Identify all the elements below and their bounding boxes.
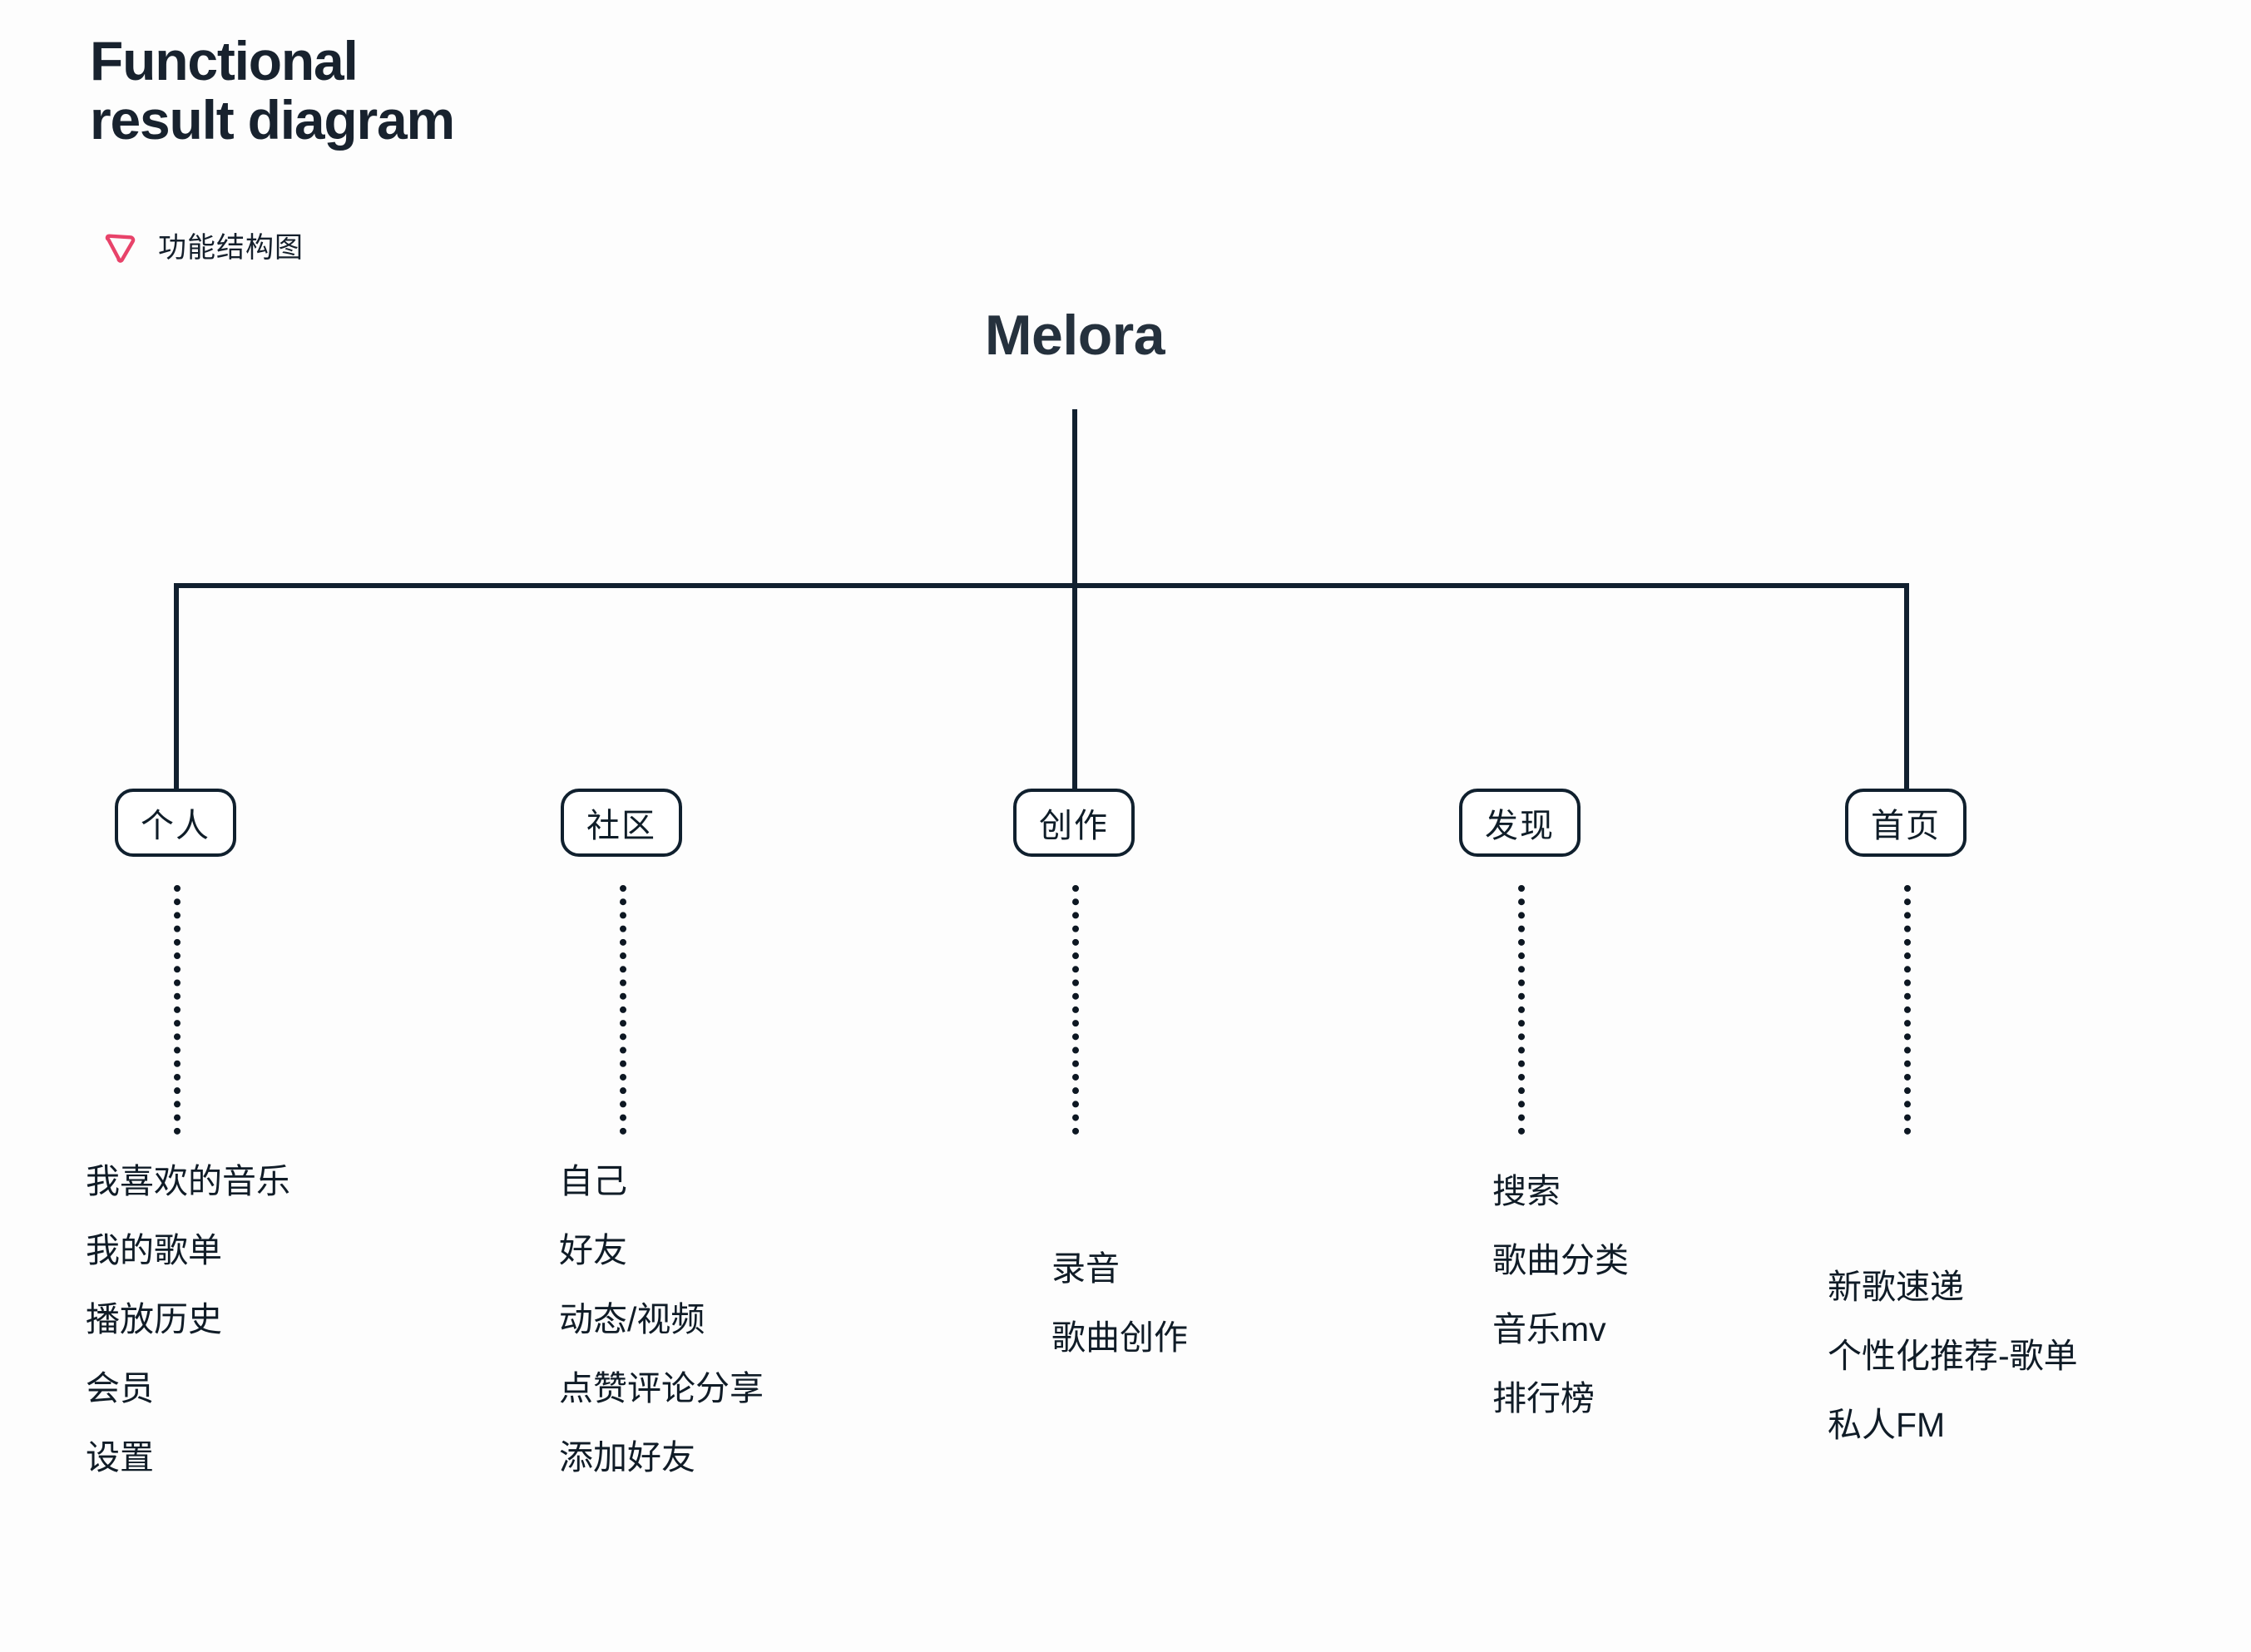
connector-drop-create	[1072, 583, 1077, 789]
dotted-connector-community	[620, 885, 626, 1135]
connector-drop-personal	[174, 583, 179, 789]
list-item[interactable]: 我喜欢的音乐	[86, 1162, 290, 1200]
node-label-create: 创作	[1039, 808, 1109, 844]
leaf-list-create: 录音 歌曲创作	[1051, 1252, 1188, 1355]
list-item[interactable]: 个性化推荐-歌单	[1828, 1337, 2078, 1375]
list-item[interactable]: 私人FM	[1828, 1406, 1946, 1444]
play-triangle-icon	[103, 227, 140, 264]
node-label-community: 社区	[586, 808, 656, 844]
list-item[interactable]: 排行榜	[1492, 1379, 1595, 1417]
list-item[interactable]: 点赞评论分享	[559, 1369, 764, 1407]
list-item[interactable]: 添加好友	[559, 1438, 695, 1476]
node-label-personal: 个人	[141, 808, 210, 844]
subtitle-row: 功能结构图	[103, 225, 304, 265]
list-item[interactable]: 自己	[559, 1162, 627, 1200]
node-box-create[interactable]: 创作	[1013, 789, 1135, 857]
list-item[interactable]: 播放历史	[86, 1300, 222, 1338]
list-item[interactable]: 好友	[559, 1231, 627, 1269]
node-label-home: 首页	[1871, 808, 1941, 844]
list-item[interactable]: 我的歌单	[86, 1231, 222, 1269]
leaf-list-personal: 我喜欢的音乐 我的歌单 播放历史 会员 设置	[86, 1165, 290, 1475]
page-title: Functional result diagram	[90, 30, 455, 151]
list-item[interactable]: 歌曲分类	[1492, 1241, 1629, 1279]
dotted-connector-create	[1072, 885, 1079, 1135]
node-box-home[interactable]: 首页	[1845, 789, 1967, 857]
connector-drop-home	[1904, 583, 1909, 789]
node-label-discover: 发现	[1485, 808, 1555, 844]
list-item[interactable]: 录音	[1051, 1249, 1120, 1288]
list-item[interactable]: 音乐mv	[1492, 1310, 1606, 1348]
list-item[interactable]: 搜索	[1492, 1172, 1561, 1210]
node-box-discover[interactable]: 发现	[1459, 789, 1581, 857]
subtitle-label: 功能结构图	[158, 232, 304, 264]
root-node-melora: Melora	[984, 304, 1165, 367]
leaf-list-community: 自己 好友 动态/视频 点赞评论分享 添加好友	[559, 1165, 764, 1475]
list-item[interactable]: 新歌速递	[1828, 1268, 1964, 1306]
list-item[interactable]: 歌曲创作	[1051, 1318, 1188, 1357]
connector-root-stem	[1072, 409, 1077, 588]
connector-horizontal-bus	[174, 583, 1909, 588]
list-item[interactable]: 会员	[86, 1369, 154, 1407]
list-item[interactable]: 动态/视频	[559, 1300, 705, 1338]
leaf-list-home: 新歌速递 个性化推荐-歌单 私人FM	[1828, 1270, 2078, 1442]
dotted-connector-discover	[1518, 885, 1525, 1135]
node-box-personal[interactable]: 个人	[115, 789, 236, 857]
leaf-list-discover: 搜索 歌曲分类 音乐mv 排行榜	[1492, 1175, 1629, 1416]
dotted-connector-personal	[174, 885, 181, 1135]
list-item[interactable]: 设置	[86, 1438, 154, 1476]
dotted-connector-home	[1904, 885, 1911, 1135]
node-box-community[interactable]: 社区	[561, 789, 682, 857]
